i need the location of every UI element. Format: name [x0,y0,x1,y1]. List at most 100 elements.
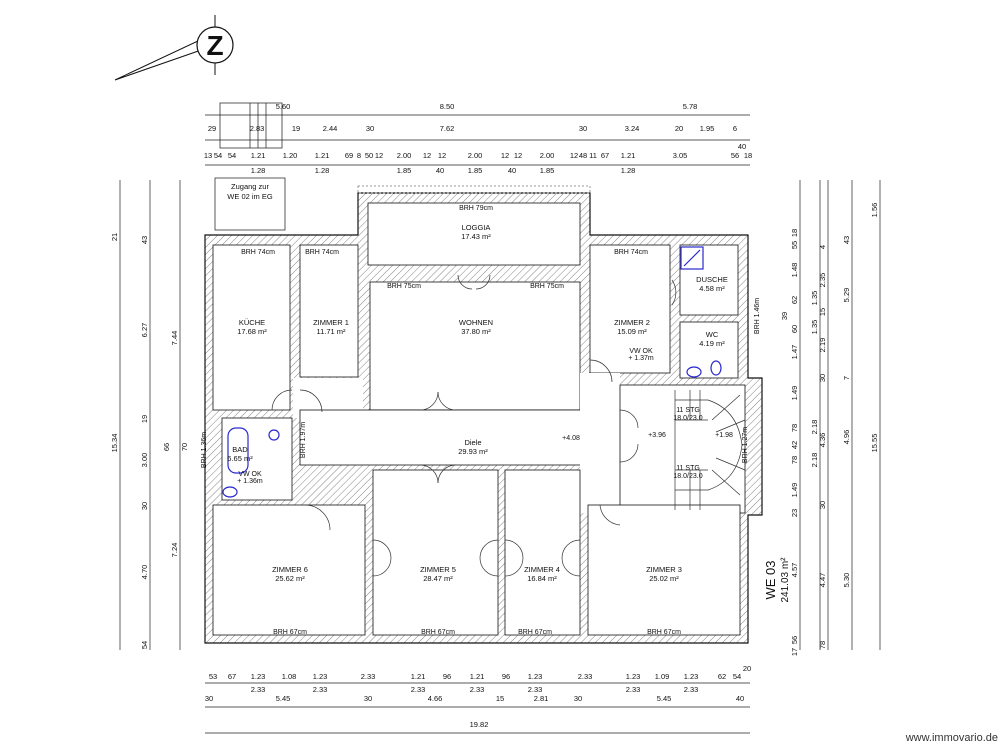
dimension-label: 1.95 [700,124,715,133]
room-name: ZIMMER 5 [420,565,456,574]
room-name: WC [706,330,719,339]
dimension-label: 12 [570,151,578,160]
room-name: ZIMMER 4 [524,565,560,574]
level-label: +3.96 [648,432,666,439]
dimension-label: 15.34 [110,434,119,453]
room-name: LOGGIA [462,223,491,232]
dimension-label: 19 [292,124,300,133]
dimension-label: 2.33 [361,672,376,681]
dimension-label: 53 [209,672,217,681]
room-name: DUSCHE [696,275,728,284]
dimension-label: 69 [345,151,353,160]
dimension-label: 2.83 [250,124,265,133]
dimension-label: 13 [204,151,212,160]
dimension-label: 7 [842,376,851,380]
dimension-label: 1.28 [315,166,330,175]
dimension-label: 4.57 [790,563,799,578]
dimension-label: 19.82 [470,720,489,729]
dimension-label: 1.21 [315,151,330,160]
dimension-label: 21 [110,233,119,241]
dimension-label: 15 [818,308,827,316]
room-floors [212,202,746,636]
dimension-label: 17 [790,648,799,656]
dimension-label: 12 [501,151,509,160]
dimension-label: 1.28 [621,166,636,175]
dimension-label: 66 [162,443,171,451]
dimension-label: 62 [718,672,726,681]
dimension-label: 78 [818,641,827,649]
room-area: 6.65 m² [227,454,253,463]
dimension-label: 12 [438,151,446,160]
dimension-label: 4 [818,245,827,249]
dimension-label: 12 [375,151,383,160]
sill-height-label: BRH 67cm [518,629,552,636]
sill-height-label: BRH 1.97m [300,422,307,458]
dimension-label: 2.35 [818,273,827,288]
dimension-label: 20 [675,124,683,133]
dimension-label: 8.50 [440,102,455,111]
dimension-label: 4.36 [818,433,827,448]
room-area: 28.47 m² [423,574,453,583]
dimension-label: 30 [366,124,374,133]
dimension-label: 2.00 [397,151,412,160]
dimension-label: 15.55 [870,434,879,453]
dimension-label: 2.33 [411,685,426,694]
dimension-label: 29 [208,124,216,133]
dimension-label: 2.00 [540,151,555,160]
bathtub-icon [227,427,249,474]
dimension-label: 7.62 [440,124,455,133]
sill-height-label: BRH 67cm [273,629,307,636]
sill-height-label: BRH 75cm [530,283,564,290]
dimension-label: 2.33 [578,672,593,681]
vw-note: + 1.37m [628,355,654,362]
dimension-label: 1.21 [411,672,426,681]
sill-height-label: BRH 74cm [305,249,339,256]
dimension-label: 1.23 [626,672,641,681]
room-area: 29.93 m² [458,447,488,456]
dimension-label: 1.49 [790,386,799,401]
room-area: 17.68 m² [237,327,267,336]
watermark: www.immovario.de [905,732,998,744]
room-area: 15.09 m² [617,327,647,336]
dimension-label: 54 [228,151,236,160]
dimension-label: 40 [736,694,744,703]
dimension-label: 40 [508,166,516,175]
dimension-label: 43 [140,236,149,244]
dimension-label: 56 [790,636,799,644]
room-area: 37.80 m² [461,327,491,336]
dimension-label: 54 [214,151,222,160]
stair-steps: 11 STG [676,465,700,472]
room-name: ZIMMER 3 [646,565,682,574]
dimension-label: 1.85 [468,166,483,175]
room-name: ZIMMER 2 [614,318,650,327]
room-area: 16.84 m² [527,574,557,583]
sill-height-label: BRH 67cm [421,629,455,636]
staircase [674,390,746,510]
dimension-label: 3.00 [140,453,149,468]
room-name: KÜCHE [239,318,265,327]
dimension-label: 4.96 [842,430,851,445]
dimension-label: 2.33 [251,685,266,694]
sink-icon [268,429,280,441]
dimension-label: 60 [790,325,799,333]
room-area: 25.62 m² [275,574,305,583]
dimension-label: 5.78 [683,102,698,111]
dimension-label: 54 [733,672,741,681]
dimension-label: 2.00 [468,151,483,160]
dimension-label: 6.27 [140,323,149,338]
dimension-label: 1.35 [810,320,819,335]
dimension-label: 62 [790,296,799,304]
room-name: Diele [464,438,481,447]
dimension-label: 2.33 [626,685,641,694]
dimension-label: 18 [790,229,799,237]
external-stair [214,102,286,231]
unit-name: WE 03 [763,560,778,599]
dimension-label: 30 [579,124,587,133]
sill-height-label: BRH 79cm [459,205,493,212]
room-area: 11.71 m² [316,327,346,336]
dimension-label: 20 [743,664,751,673]
dimension-label: 11 [589,151,597,160]
stair-ratio: 18.0/23.0 [673,473,702,480]
dimension-label: 30 [205,694,213,703]
